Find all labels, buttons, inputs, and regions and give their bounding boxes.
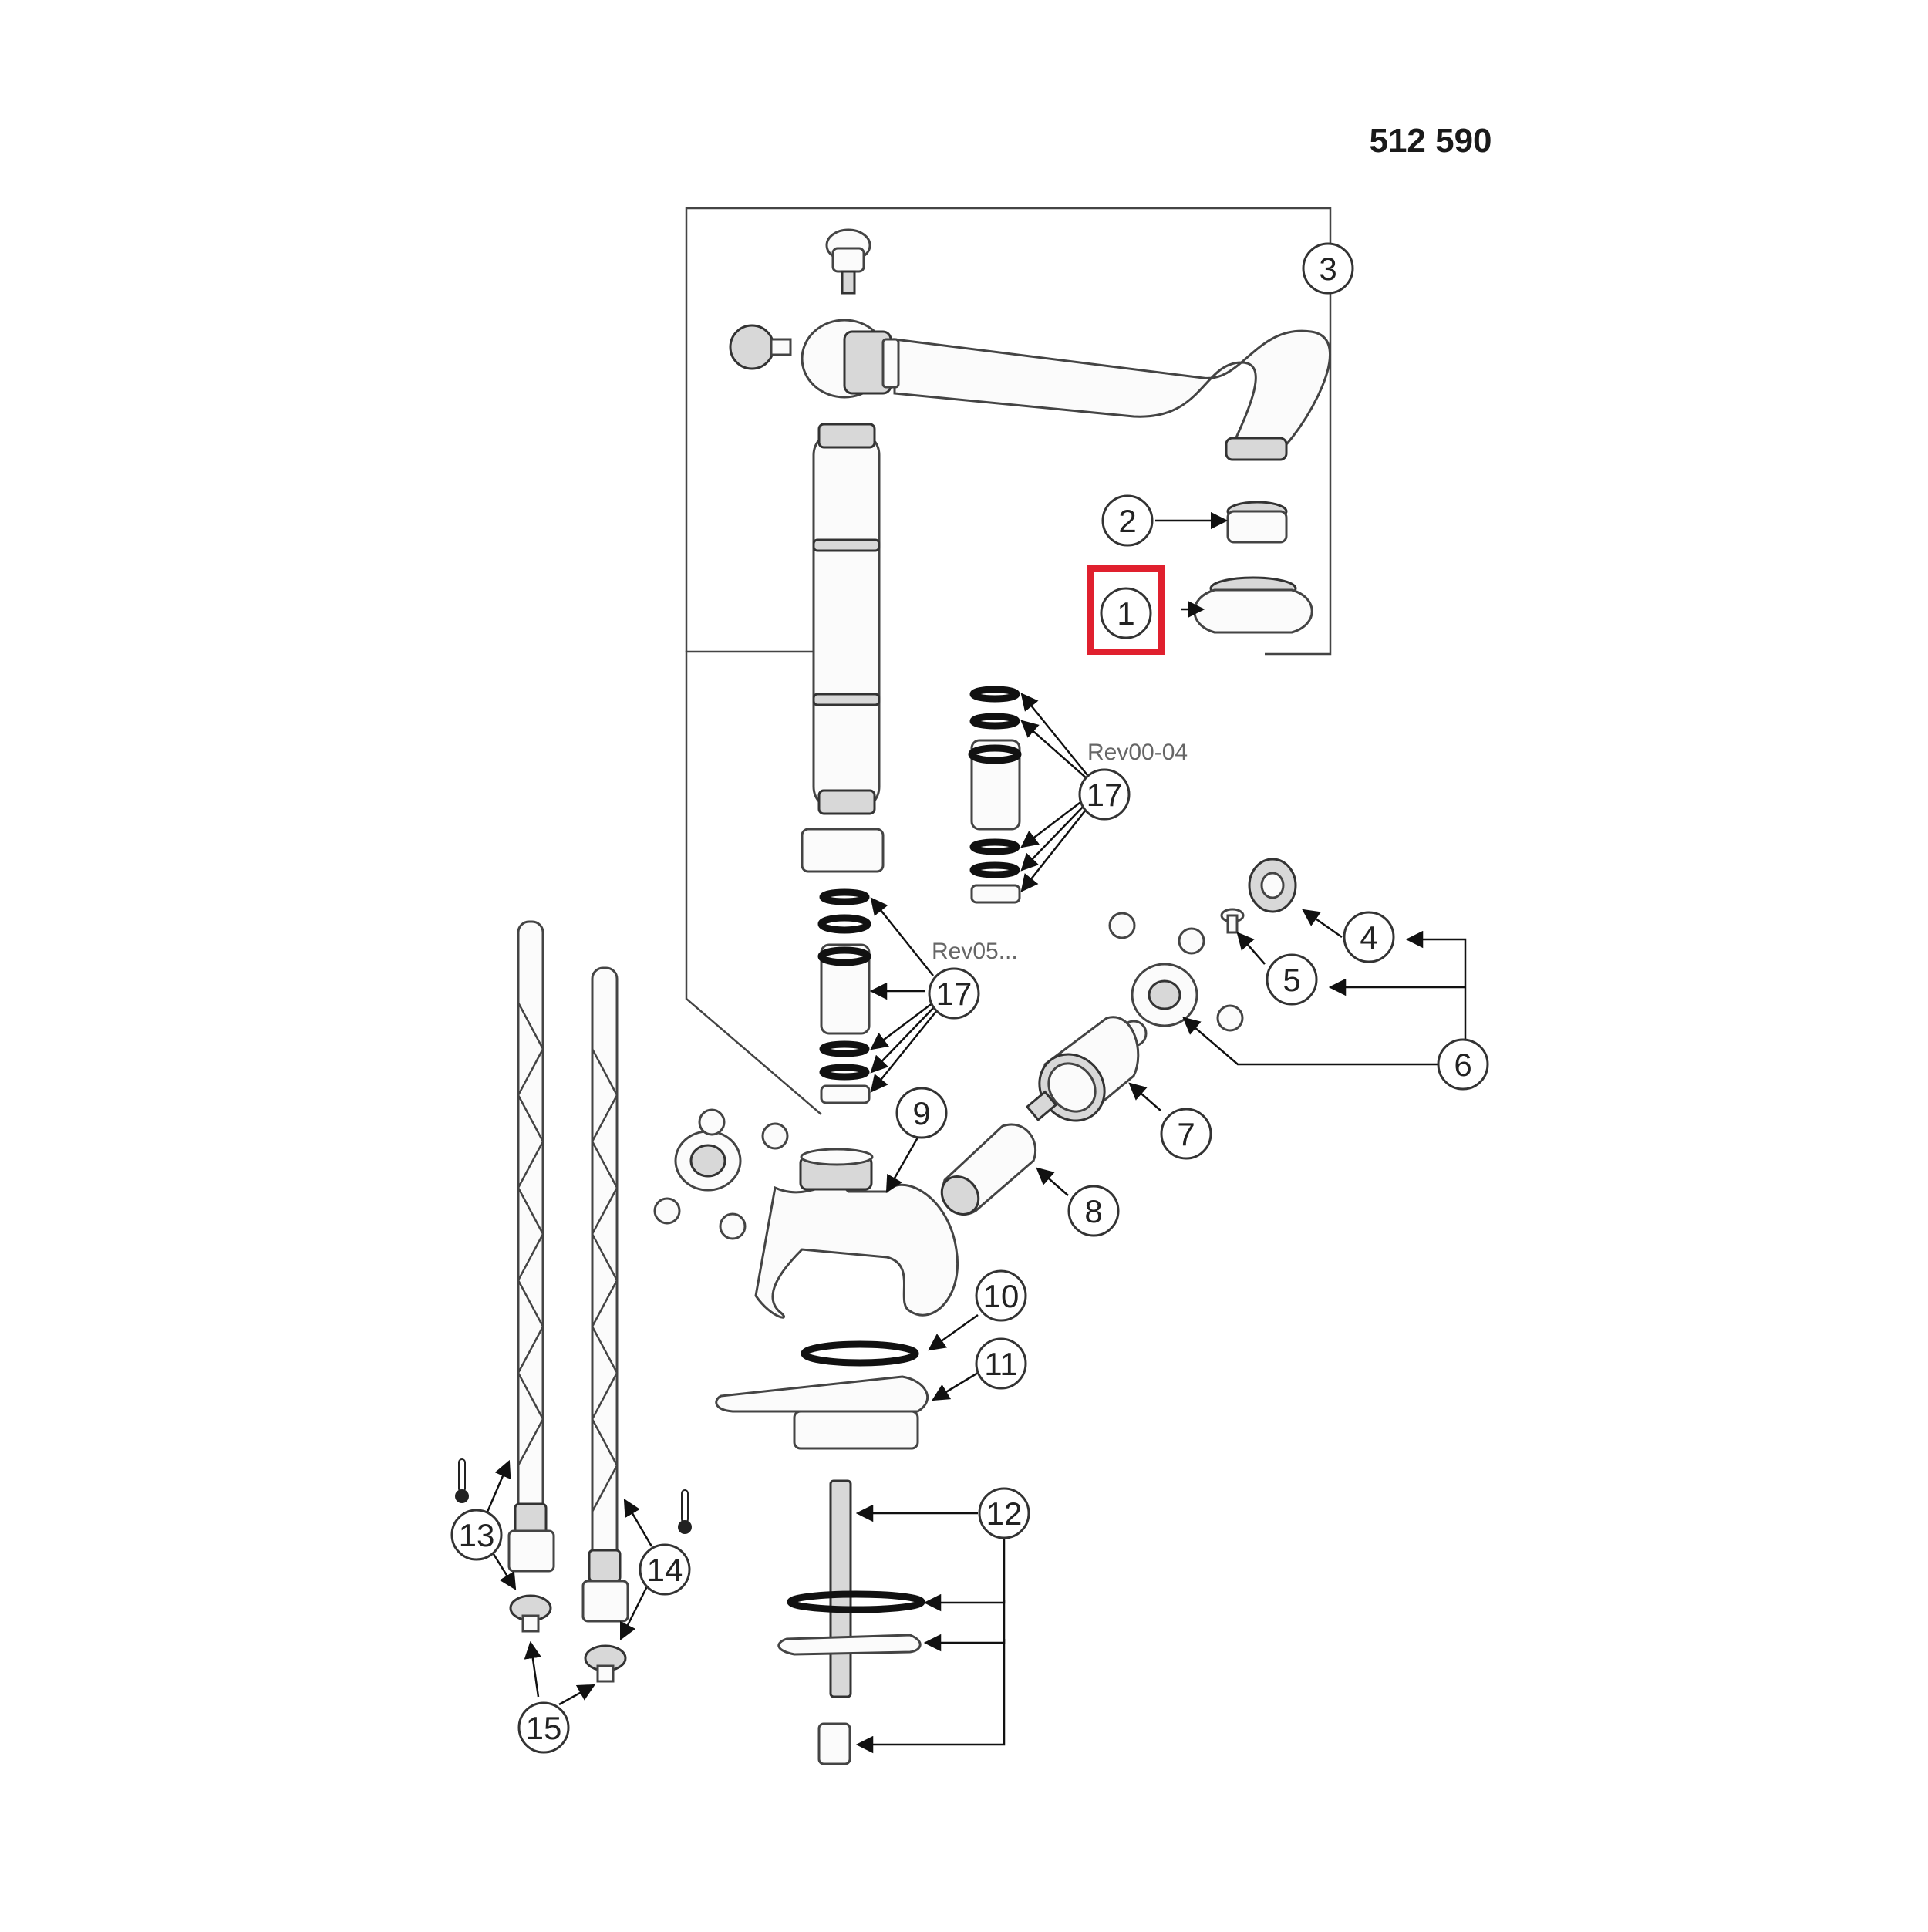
mixer-body-part <box>754 1148 959 1319</box>
seal-stack-rev00 <box>968 686 1022 904</box>
callout-label: 3 <box>1319 251 1336 287</box>
flex-hose-hot-part <box>507 920 555 1573</box>
flex-hose-cold-part <box>581 966 629 1623</box>
part-number: 512 590 <box>1369 122 1492 160</box>
callout-label: 13 <box>459 1517 495 1553</box>
callout-3: 3 <box>1302 242 1354 295</box>
thermometer-icon <box>455 1458 469 1503</box>
cross-handle-left-part <box>653 1108 789 1240</box>
spout-part <box>801 319 1331 461</box>
fixing-nut-part <box>817 1722 851 1765</box>
screw-part <box>1220 908 1245 934</box>
callout-15: 15 <box>517 1701 570 1754</box>
callout-12: 12 <box>978 1487 1030 1539</box>
cross-handle-part <box>1108 912 1244 1047</box>
hose-adapter-cold-part <box>584 1644 627 1683</box>
callout-10: 10 <box>975 1269 1027 1322</box>
base-plate-part <box>715 1375 929 1450</box>
callout-1: 1 <box>1087 565 1165 655</box>
fixing-washer-part <box>787 1590 925 1613</box>
callout-9: 9 <box>895 1087 948 1139</box>
seal-stack-rev05 <box>817 888 871 1104</box>
callout-label: 17 <box>1087 777 1123 813</box>
revision-label-rev00: Rev00-04 <box>1087 740 1188 765</box>
callout-label: 4 <box>1360 919 1377 956</box>
callout-label: 1 <box>1117 595 1134 632</box>
callout-6: 6 <box>1437 1038 1489 1091</box>
callout-17: 17 <box>1078 768 1131 821</box>
callout-4: 4 <box>1343 911 1395 963</box>
assembly-3-frame <box>685 650 824 1115</box>
callout-5: 5 <box>1266 953 1318 1006</box>
callout-label: 15 <box>526 1710 562 1746</box>
callout-label: 5 <box>1283 962 1300 998</box>
fixing-plate-part <box>777 1634 922 1656</box>
cartridge-part <box>940 1090 1058 1216</box>
callout-13: 13 <box>450 1509 503 1561</box>
highlight-box <box>1087 565 1165 655</box>
callout-label: 12 <box>986 1495 1023 1532</box>
assembly-3-frame-right <box>685 207 1332 656</box>
callout-17: 17 <box>928 967 980 1020</box>
column-body-part <box>812 423 881 815</box>
nut-ring-part <box>801 828 885 873</box>
callout-2: 2 <box>1101 494 1154 547</box>
aerator-housing-part <box>1193 576 1313 634</box>
callout-label: 2 <box>1118 503 1136 539</box>
callout-label: 17 <box>936 976 972 1012</box>
callout-11: 11 <box>975 1337 1027 1390</box>
callout-label: 8 <box>1084 1193 1102 1229</box>
gasket-part <box>801 1340 919 1367</box>
side-knob-part <box>729 324 792 370</box>
callout-label: 7 <box>1177 1116 1195 1152</box>
revision-label-rev05: Rev05... <box>932 939 1018 964</box>
aerator-insert-part <box>1226 501 1288 544</box>
callout-label: 9 <box>912 1095 930 1131</box>
threaded-rod-part <box>829 1479 852 1698</box>
callout-label: 6 <box>1454 1047 1471 1083</box>
callout-7: 7 <box>1160 1108 1212 1160</box>
callout-label: 14 <box>647 1552 683 1588</box>
leader-lines <box>484 511 1467 1754</box>
thermometer-icon <box>678 1489 692 1534</box>
callout-label: 10 <box>983 1278 1020 1314</box>
top-knob-part <box>825 228 871 295</box>
hose-adapter-hot-part <box>509 1594 552 1633</box>
callout-14: 14 <box>639 1543 691 1596</box>
index-cap-part <box>1248 858 1297 913</box>
callout-8: 8 <box>1067 1185 1120 1237</box>
callout-label: 11 <box>984 1346 1018 1382</box>
